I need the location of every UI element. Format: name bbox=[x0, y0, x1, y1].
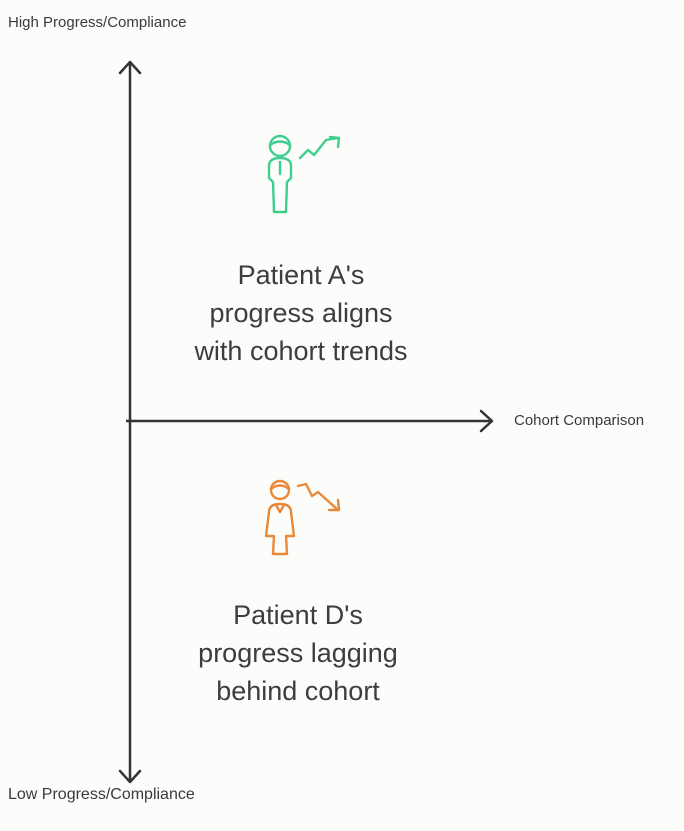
quadrant-upper-line-1: Patient A's bbox=[237, 260, 365, 290]
y-axis-bottom-arrowhead bbox=[118, 769, 142, 784]
quadrant-upper-line-2: progress aligns bbox=[209, 298, 393, 328]
quadrant-lower-text: Patient D's progress lagging behind coho… bbox=[128, 596, 468, 710]
person-trending-down-icon bbox=[264, 479, 341, 556]
y-axis-top-arrowhead bbox=[118, 60, 142, 75]
y-axis-top-label: High Progress/Compliance bbox=[8, 14, 187, 31]
quadrant-lower-line-2: progress lagging bbox=[198, 638, 398, 668]
x-axis-right-label: Cohort Comparison bbox=[514, 412, 645, 429]
quadrant-lower-line-1: Patient D's bbox=[233, 600, 363, 630]
person-trending-up-icon bbox=[267, 134, 341, 214]
quadrant-upper-text: Patient A's progress aligns with cohort … bbox=[131, 256, 471, 370]
y-axis-bottom-label: Low Progress/Compliance bbox=[8, 786, 195, 803]
quadrant-upper-line-3: with cohort trends bbox=[194, 336, 408, 366]
quadrant-lower-line-3: behind cohort bbox=[216, 676, 380, 706]
x-axis-arrowhead bbox=[479, 409, 494, 433]
